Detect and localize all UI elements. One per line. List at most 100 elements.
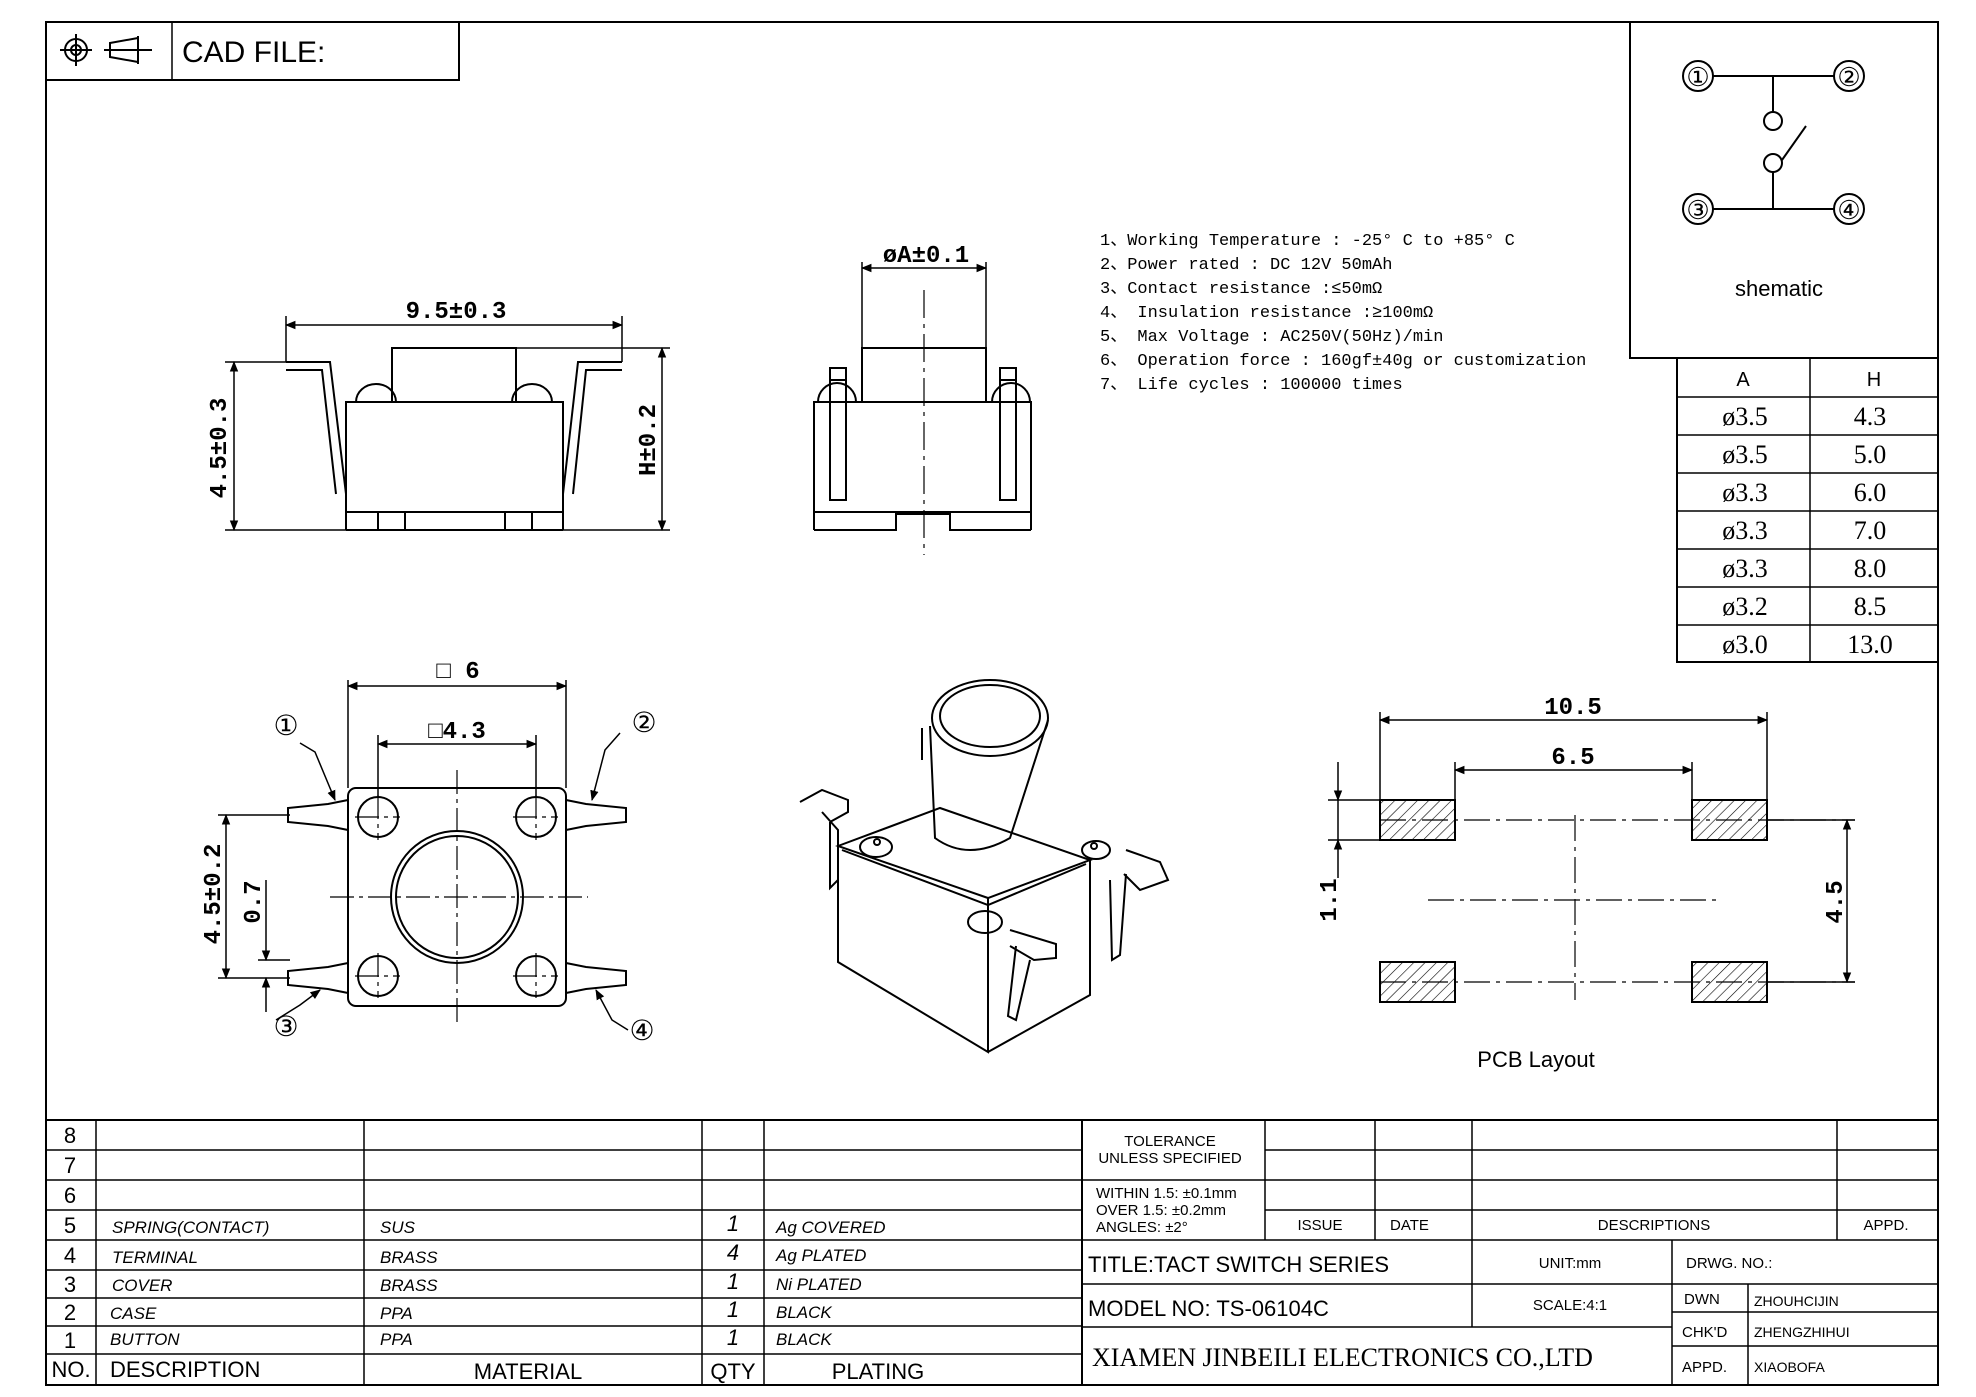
- bom-plating-1: BLACK: [776, 1330, 832, 1349]
- bom-table: [46, 1119, 1082, 1385]
- bom-header-material: MATERIAL: [474, 1359, 582, 1384]
- bom-mat-5: SUS: [380, 1218, 416, 1237]
- bom-desc-4: TERMINAL: [112, 1248, 198, 1267]
- appd-label: APPD.: [1863, 1217, 1908, 1234]
- dim-square-43: □4.3: [428, 719, 486, 746]
- size-table: A H ø3.5 4.3 ø3.5 5.0 ø3.3 6.0 ø3.3 7.0 …: [1676, 357, 1939, 663]
- dim-height-left: 4.5±0.3: [207, 398, 234, 499]
- spec-line-4: 4、 Insulation resistance :≥100mΩ: [1100, 304, 1433, 323]
- bom-qty-4: 4: [727, 1240, 739, 1265]
- pcb-dim-11: 1.1: [1317, 878, 1344, 921]
- size-h-1: 4.3: [1854, 402, 1887, 431]
- bom-mat-2: PPA: [380, 1304, 413, 1323]
- bom-no-8: 8: [64, 1123, 76, 1148]
- bom-mat-4: BRASS: [380, 1248, 438, 1267]
- bom-plating-3: Ni PLATED: [776, 1275, 862, 1294]
- tolerance-title: TOLERANCE: [1124, 1133, 1215, 1150]
- unit-label: UNIT:mm: [1539, 1255, 1602, 1272]
- pin-callout-2: ②: [631, 708, 656, 739]
- spec-line-2: 2、Power rated : DC 12V 50mAh: [1100, 256, 1392, 275]
- schematic-pin-1: ①: [1686, 63, 1709, 92]
- isometric-view: [799, 679, 1170, 1054]
- cad-file-label: CAD FILE:: [182, 36, 325, 69]
- bom-no-6: 6: [64, 1183, 76, 1208]
- title-block: [1081, 1119, 1938, 1385]
- bom-no-4: 4: [64, 1243, 76, 1268]
- spec-line-7: 7、 Life cycles : 100000 times: [1100, 376, 1403, 395]
- tolerance-angles: ANGLES: ±2°: [1096, 1219, 1188, 1236]
- tolerance-over: OVER 1.5: ±0.2mm: [1096, 1202, 1226, 1219]
- size-a-6: ø3.2: [1722, 592, 1768, 621]
- size-h-3: 6.0: [1854, 478, 1887, 507]
- bom-desc-5: SPRING(CONTACT): [112, 1218, 269, 1237]
- size-a-2: ø3.5: [1722, 440, 1768, 469]
- bom-desc-3: COVER: [112, 1276, 172, 1295]
- cad-file-header: CAD FILE:: [45, 21, 460, 81]
- issue-label: ISSUE: [1297, 1217, 1342, 1234]
- bom-qty-1: 1: [727, 1325, 739, 1350]
- bom-header-desc: DESCRIPTION: [110, 1357, 260, 1382]
- spec-line-6: 6、 Operation force : 160gf±40g or custom…: [1100, 352, 1586, 371]
- tolerance-sub: UNLESS SPECIFIED: [1098, 1150, 1242, 1167]
- bom-header-plating: PLATING: [832, 1359, 925, 1384]
- schematic-pin-4: ④: [1837, 196, 1860, 225]
- dwn-label: DWN: [1684, 1291, 1720, 1308]
- bom-plating-2: BLACK: [776, 1303, 832, 1322]
- bom-no-3: 3: [64, 1272, 76, 1297]
- bom-mat-3: BRASS: [380, 1276, 438, 1295]
- date-label: DATE: [1390, 1217, 1429, 1234]
- size-h-4: 7.0: [1854, 516, 1887, 545]
- chkd-name: ZHENGZHIHUI: [1754, 1324, 1850, 1340]
- pin-callout-1: ①: [273, 711, 298, 742]
- descriptions-label: DESCRIPTIONS: [1598, 1217, 1711, 1234]
- spec-line-3: 3、Contact resistance :≤50mΩ: [1100, 280, 1382, 299]
- bom-desc-2: CASE: [110, 1304, 157, 1323]
- bom-header-qty: QTY: [710, 1359, 756, 1384]
- spec-list: 1、Working Temperature : -25° C to +85° C…: [1100, 232, 1586, 395]
- schematic-pin-3: ③: [1686, 196, 1709, 225]
- dim-height-h: H±0.2: [636, 404, 663, 476]
- company-name: XIAMEN JINBEILI ELECTRONICS CO.,LTD: [1092, 1343, 1593, 1372]
- size-a-1: ø3.5: [1722, 402, 1768, 431]
- bom-no-2: 2: [64, 1300, 76, 1325]
- dim-square-6: □ 6: [436, 659, 479, 686]
- pin-callout-3: ③: [273, 1012, 298, 1043]
- bom-no-7: 7: [64, 1153, 76, 1178]
- appd2-label: APPD.: [1682, 1359, 1727, 1376]
- pin-callout-4: ④: [629, 1016, 654, 1047]
- size-a-4: ø3.3: [1722, 516, 1768, 545]
- schematic-box: ① ② ③ ④ shematic: [1629, 21, 1939, 359]
- spec-line-1: 1、Working Temperature : -25° C to +85° C: [1100, 232, 1515, 251]
- size-table-header-a: A: [1736, 369, 1750, 391]
- dim-offset-07: 0.7: [241, 880, 268, 923]
- appd-name: XIAOBOFA: [1754, 1359, 1825, 1375]
- bom-qty-2: 1: [727, 1297, 739, 1322]
- bom-header-no: NO.: [51, 1357, 90, 1382]
- size-h-6: 8.5: [1854, 592, 1887, 621]
- size-a-5: ø3.3: [1722, 554, 1768, 583]
- projection-symbol-icon: [60, 34, 152, 66]
- bom-plating-4: Ag PLATED: [775, 1246, 866, 1265]
- drawing-title: TITLE:TACT SWITCH SERIES: [1088, 1252, 1389, 1277]
- drwg-no-label: DRWG. NO.:: [1686, 1255, 1772, 1272]
- size-table-header-h: H: [1867, 369, 1881, 391]
- chkd-label: CHK'D: [1682, 1324, 1728, 1341]
- size-h-7: 13.0: [1847, 630, 1893, 659]
- sheet-border: [45, 21, 1939, 1386]
- tolerance-within: WITHIN 1.5: ±0.1mm: [1096, 1185, 1237, 1202]
- dim-pitch-45: 4.5±0.2: [201, 844, 228, 945]
- pcb-layout: [1328, 712, 1855, 1003]
- front-view: [225, 316, 670, 532]
- bom-no-1: 1: [64, 1328, 76, 1353]
- pcb-dim-105: 10.5: [1544, 695, 1602, 722]
- bom-qty-3: 1: [727, 1269, 739, 1294]
- pcb-label: PCB Layout: [1477, 1047, 1594, 1072]
- size-a-3: ø3.3: [1722, 478, 1768, 507]
- schematic-label: shematic: [1735, 276, 1823, 301]
- size-a-7: ø3.0: [1722, 630, 1768, 659]
- bom-desc-1: BUTTON: [110, 1330, 180, 1349]
- pcb-dim-45: 4.5: [1823, 880, 1850, 923]
- dwn-name: ZHOUHCIJIN: [1754, 1293, 1839, 1309]
- schematic-pin-2: ②: [1837, 63, 1860, 92]
